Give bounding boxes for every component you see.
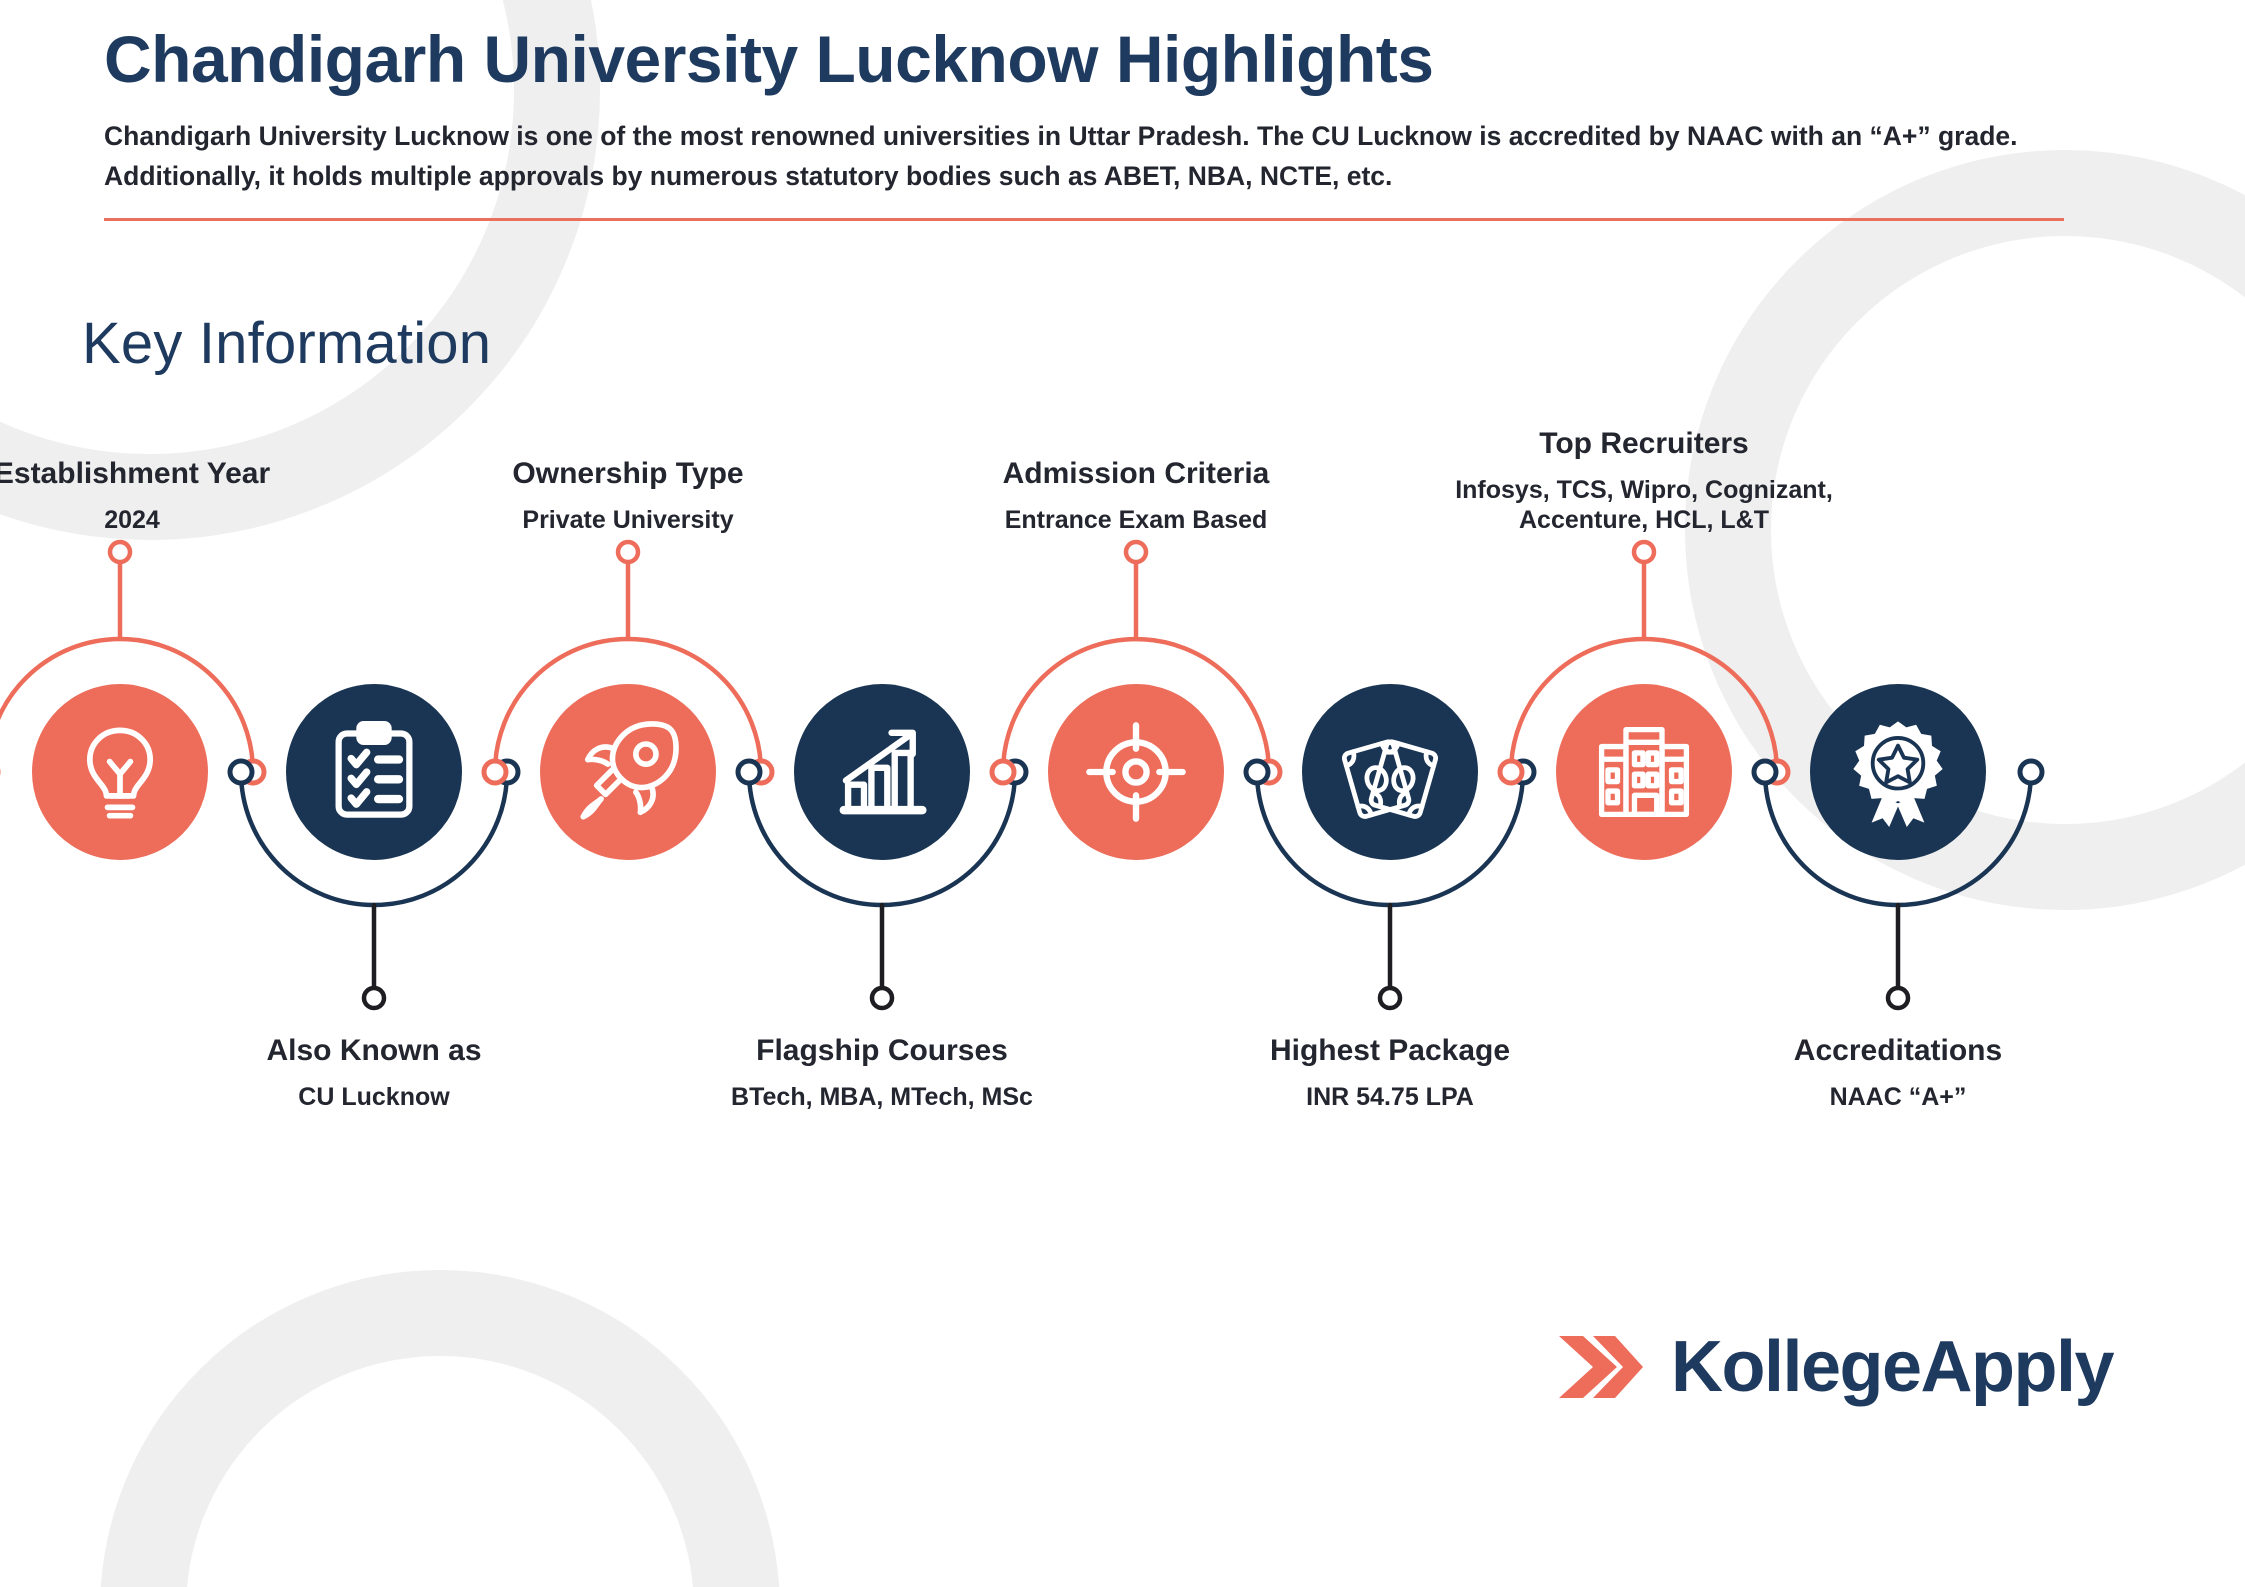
header: Chandigarh University Lucknow Highlights… [104, 22, 2094, 222]
connector-tip-ring-top-recruiters [1631, 539, 1657, 565]
node-label-value-also-known-as: CU Lucknow [298, 1083, 450, 1112]
award-ribbon-icon [1843, 717, 1953, 827]
timeline-node-ownership-type[interactable] [540, 684, 716, 860]
timeline-node-admission-criteria[interactable] [1048, 684, 1224, 860]
connector-tip-ring-also-known-as [361, 985, 387, 1011]
lightbulb-icon [68, 720, 172, 824]
rocket-icon [572, 716, 684, 828]
connector-node-ring-ownership-type-left [481, 758, 509, 786]
timeline-node-top-recruiters[interactable] [1556, 684, 1732, 860]
node-label-title-also-known-as: Also Known as [266, 1034, 482, 1067]
brand-name: KollegeApply [1671, 1327, 2115, 1407]
node-label-also-known-as: Also Known as CU Lucknow [114, 1033, 634, 1112]
node-label-title-ownership-type: Ownership Type [512, 457, 744, 490]
connector-node-ring-top-recruiters-left [1497, 758, 1525, 786]
double-chevron-icon [1559, 1336, 1643, 1398]
node-label-title-establishment-year: Establishment Year [0, 457, 271, 490]
node-label-establishment-year: Establishment Year 2024 [0, 456, 392, 535]
timeline-node-establishment-year[interactable] [32, 684, 208, 860]
money-notes-icon [1337, 719, 1443, 825]
node-label-value-ownership-type: Private University [522, 506, 734, 535]
node-label-value-admission-criteria: Entrance Exam Based [1004, 506, 1268, 535]
kollegeapply-logo: KollegeApply [1553, 1322, 2115, 1412]
timeline-node-highest-package[interactable] [1302, 684, 1478, 860]
node-label-value-flagship-courses: BTech, MBA, MTech, MSc [731, 1083, 1033, 1112]
connector-node-ring-admission-criteria-left [989, 758, 1017, 786]
connector-tip-ring-admission-criteria [1123, 539, 1149, 565]
node-label-value-establishment-year: 2024 [104, 506, 160, 535]
target-icon [1083, 719, 1189, 825]
node-label-title-flagship-courses: Flagship Courses [756, 1034, 1008, 1067]
timeline-node-also-known-as[interactable] [286, 684, 462, 860]
section-title: Key Information [82, 311, 492, 376]
connector-tip-ring-accreditations [1885, 985, 1911, 1011]
bar-chart-growth-icon [829, 719, 935, 825]
node-label-value-accreditations: NAAC “A+” [1829, 1083, 1967, 1112]
connector-node-ring-highest-package-left [1243, 758, 1271, 786]
page-subtitle: Chandigarh University Lucknow is one of … [104, 120, 2018, 192]
node-label-title-accreditations: Accreditations [1793, 1034, 2003, 1067]
connector-node-ring-accreditations-left [1751, 758, 1779, 786]
connector-node-ring-flagship-courses-left [735, 758, 763, 786]
connector-tip-ring-ownership-type [615, 539, 641, 565]
header-divider [104, 218, 2064, 222]
connector-node-ring-accreditations-right [2017, 758, 2045, 786]
node-label-value-highest-package: INR 54.75 LPA [1306, 1083, 1474, 1112]
clipboard-checklist-icon [322, 720, 426, 824]
page-title: Chandigarh University Lucknow Highlights [104, 22, 1434, 96]
connector-tip-ring-establishment-year [107, 539, 133, 565]
node-label-value-top-recruiters: Infosys, TCS, Wipro, Cognizant, Accentur… [1455, 476, 1833, 535]
connector-tip-ring-highest-package [1377, 985, 1403, 1011]
connector-tip-ring-flagship-courses [869, 985, 895, 1011]
connector-node-ring-also-known-as-left [227, 758, 255, 786]
node-label-title-highest-package: Highest Package [1269, 1034, 1511, 1067]
node-label-title-admission-criteria: Admission Criteria [1002, 457, 1270, 490]
timeline-node-flagship-courses[interactable] [794, 684, 970, 860]
timeline-node-accreditations[interactable] [1810, 684, 1986, 860]
building-icon [1591, 719, 1697, 825]
node-label-title-top-recruiters: Top Recruiters [1539, 427, 1749, 460]
